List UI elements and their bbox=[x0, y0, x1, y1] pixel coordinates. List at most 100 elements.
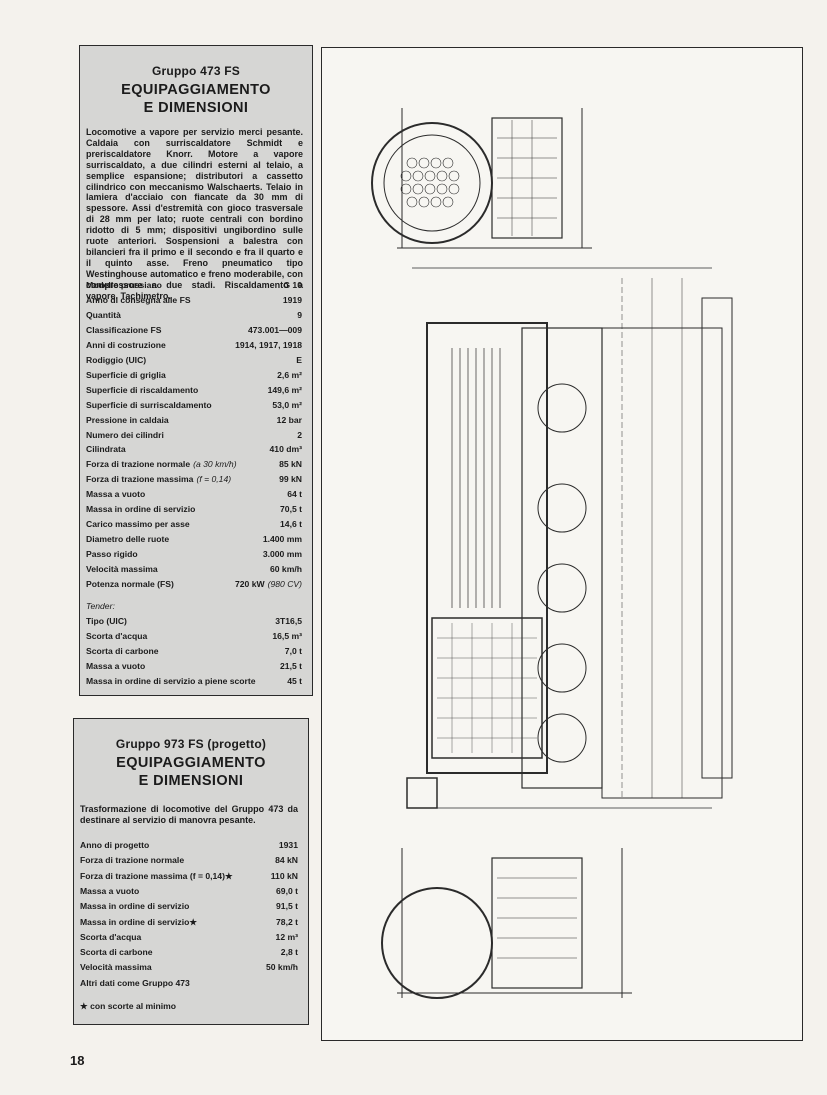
spec-value: 70,5 t bbox=[280, 504, 302, 515]
spec-row: Forza di trazione massima(f = 0,14) 99 kN bbox=[86, 474, 302, 484]
gruppo-973-panel: Gruppo 973 FS (progetto) EQUIPAGGIAMENTO… bbox=[73, 718, 309, 1025]
panel2-subtitle: Gruppo 973 FS (progetto) bbox=[115, 737, 267, 751]
spec-row: Forza di trazione massima (f = 0,14)★ 110… bbox=[80, 871, 298, 882]
spec-label: Massa in ordine di servizio a piene scor… bbox=[86, 675, 256, 686]
spec-value: 12 bar bbox=[276, 414, 302, 425]
spec-value: 60 km/h bbox=[269, 564, 302, 575]
spec-label: Scorta d'acqua bbox=[86, 630, 148, 641]
spec-value: 2,6 m² bbox=[277, 369, 302, 380]
spec-row: Massa in ordine di servizio 70,5 t bbox=[86, 504, 302, 514]
spec-value: 12 m³ bbox=[275, 931, 298, 942]
tender-heading: Tender: bbox=[86, 601, 115, 611]
spec-label: Forza di trazione normale bbox=[80, 855, 185, 866]
spec-row: Forza di trazione normale(a 30 km/h) 85 k… bbox=[86, 459, 302, 469]
front-section-view bbox=[371, 108, 592, 249]
spec-value: 473.001—009 bbox=[248, 324, 302, 335]
spec-value: 91,5 t bbox=[276, 901, 298, 912]
spec-value: 53,0 m² bbox=[272, 399, 302, 410]
rear-section-view bbox=[381, 848, 632, 999]
spec-value: 720 kW(980 CV) bbox=[234, 579, 302, 589]
spec-value: 45 t bbox=[287, 675, 302, 686]
panel2-title-line1: EQUIPAGGIAMENTO bbox=[116, 755, 266, 771]
spec-label: Rodiggio (UIC) bbox=[86, 354, 147, 365]
spec-value: 410 dm³ bbox=[269, 444, 302, 455]
spec-label: Massa in ordine di servizio★ bbox=[80, 916, 198, 927]
spec-label: Massa in ordine di servizio bbox=[86, 504, 196, 515]
spec-value: 2,8 t bbox=[280, 947, 298, 958]
spec-label: Velocità massima bbox=[80, 962, 152, 973]
panel1-description: Locomotive a vapore per servizio merci p… bbox=[86, 127, 303, 301]
spec-row: Scorta d'acqua 12 m³ bbox=[80, 932, 298, 942]
panel2-description: Trasformazione di locomotive del Gruppo … bbox=[80, 804, 298, 825]
spec-row: Massa in ordine di servizio★ 78,2 t bbox=[80, 917, 298, 928]
page-number: 18 bbox=[70, 1053, 85, 1068]
spec-label: Quantità bbox=[86, 309, 121, 320]
spec-label: Forza di trazione massima(f = 0,14) bbox=[86, 474, 232, 485]
spec-value: 1931 bbox=[278, 840, 298, 850]
spec-label: Scorta di carbone bbox=[86, 645, 159, 656]
spec-row: Altri dati come Gruppo 473 bbox=[80, 978, 298, 988]
spec-label: Potenza normale (FS) bbox=[86, 579, 174, 589]
spec-row: Massa a vuoto 21,5 t bbox=[86, 661, 302, 671]
spec-row: Forza di trazione normale 84 kN bbox=[80, 855, 298, 865]
spec-label: Altri dati come Gruppo 473 bbox=[80, 977, 190, 988]
spec-row: Superficie di surriscaldamento 53,0 m² bbox=[86, 400, 302, 410]
spec-value: 1.400 mm bbox=[262, 534, 302, 545]
spec-value: 21,5 t bbox=[280, 660, 302, 671]
spec-value: 50 km/h bbox=[265, 962, 298, 973]
spec-label: Diametro delle ruote bbox=[86, 534, 170, 545]
panel2-footnote: ★ con scorte al minimo bbox=[80, 1001, 177, 1011]
spec-label: Numero dei cilindri bbox=[86, 429, 164, 440]
spec-label: Superficie di surriscaldamento bbox=[86, 399, 212, 410]
spec-label: Tipo (UIC) bbox=[86, 616, 127, 626]
spec-value: 1914, 1917, 1918 bbox=[235, 339, 302, 350]
spec-row: Massa a vuoto 64 t bbox=[86, 489, 302, 499]
spec-label: Scorta d'acqua bbox=[80, 931, 142, 942]
spec-value: 78,2 t bbox=[276, 916, 298, 927]
spec-value: 64 t bbox=[287, 489, 302, 500]
spec-label: Velocità massima bbox=[86, 564, 158, 575]
spec-value: 110 kN bbox=[270, 870, 298, 881]
spec-value: 2 bbox=[297, 429, 302, 440]
locomotive-drawing-svg bbox=[371, 108, 733, 999]
spec-value: 84 kN bbox=[275, 855, 298, 866]
spec-label: Forza di trazione massima (f = 0,14)★ bbox=[80, 870, 233, 881]
gruppo-473-panel: Gruppo 473 FS EQUIPAGGIAMENTO E DIMENSIO… bbox=[79, 45, 313, 696]
spec-value: 85 kN bbox=[279, 459, 302, 470]
spec-row: Massa in ordine di servizio a piene scor… bbox=[86, 676, 302, 686]
spec-value: 14,6 t bbox=[280, 519, 302, 530]
spec-row: Massa in ordine di servizio 91,5 t bbox=[80, 901, 298, 911]
spec-value: 69,0 t bbox=[276, 885, 298, 896]
spec-row: Cilindrata 410 dm³ bbox=[86, 444, 302, 454]
spec-value: E bbox=[296, 354, 302, 365]
spec-row: Rodiggio (UIC) E bbox=[86, 355, 302, 365]
spec-value: 149,6 m² bbox=[267, 384, 302, 395]
spec-label: Massa a vuoto bbox=[86, 660, 146, 671]
spec-row: Tipo (UIC)3T16,5 bbox=[86, 616, 302, 626]
spec-value-note: (980 CV) bbox=[267, 579, 302, 589]
spec-value: 16,5 m³ bbox=[272, 630, 302, 641]
spec-label: Massa a vuoto bbox=[86, 489, 146, 500]
spec-label: Carico massimo per asse bbox=[86, 519, 190, 530]
longitudinal-section-view bbox=[406, 267, 733, 809]
spec-label: Modello prussiano bbox=[86, 280, 162, 290]
spec-label: Classificazione FS bbox=[86, 324, 162, 335]
spec-row: Numero dei cilindri 2 bbox=[86, 430, 302, 440]
spec-value: 99 kN bbox=[279, 474, 302, 485]
spec-label: Cilindrata bbox=[86, 444, 126, 455]
spec-label: Passo rigido bbox=[86, 549, 138, 560]
spec-value: 1919 bbox=[282, 294, 302, 305]
panel1-title-line1: EQUIPAGGIAMENTO bbox=[121, 82, 271, 98]
spec-label: Forza di trazione normale(a 30 km/h) bbox=[86, 459, 237, 470]
spec-label: Massa in ordine di servizio bbox=[80, 901, 190, 912]
spec-label: Anni di costruzione bbox=[86, 339, 166, 350]
locomotive-technical-drawing bbox=[321, 47, 803, 1041]
panel1-subtitle: Gruppo 473 FS bbox=[152, 64, 240, 78]
